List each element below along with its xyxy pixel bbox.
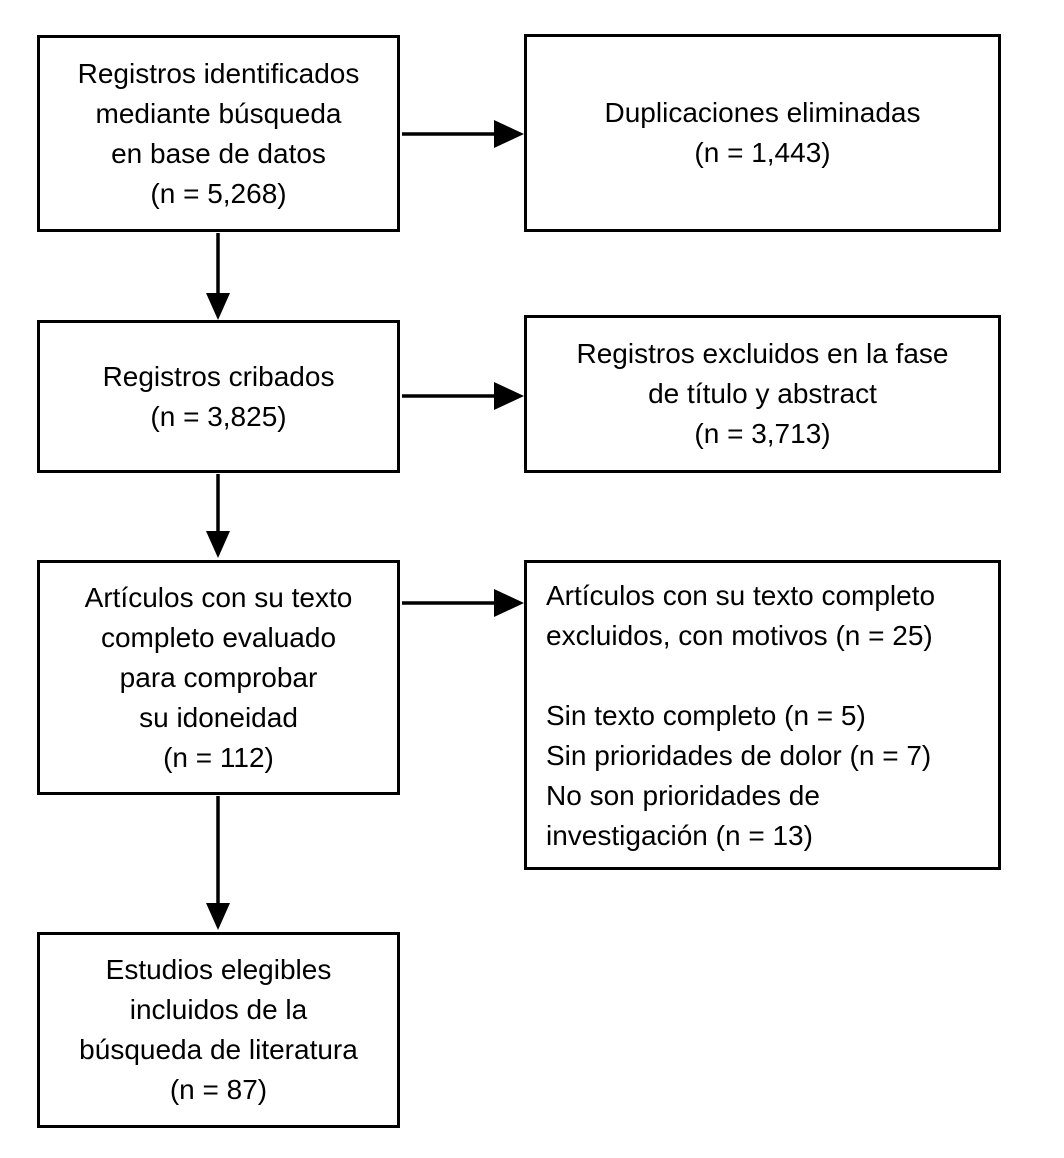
arrow-right-identified-to-duplicates-icon: [402, 120, 524, 148]
arrow-down-identified-to-screened-icon: [206, 233, 230, 320]
node-records-excluded-title-abstract: Registros excluidos en la fase de título…: [524, 315, 1001, 473]
node-records-identified: Registros identificados mediante búsqued…: [37, 35, 400, 232]
node-records-excluded-title-abstract-text: Registros excluidos en la fase de título…: [576, 338, 949, 449]
node-duplicates-removed-text: Duplicaciones eliminadas (n = 1,443): [604, 97, 921, 168]
node-fulltext-excluded: Artículos con su texto completo excluido…: [524, 560, 1001, 870]
node-records-screened-text: Registros cribados (n = 3,825): [102, 360, 335, 432]
node-records-screened: Registros cribados (n = 3,825): [37, 320, 400, 473]
node-studies-included-text: Estudios elegibles incluidos de la búsqu…: [79, 954, 358, 1105]
arrow-right-fulltext-to-excluded-icon: [402, 589, 524, 617]
node-fulltext-excluded-text: Artículos con su texto completo excluido…: [546, 580, 936, 851]
arrow-down-fulltext-to-included-icon: [206, 796, 230, 930]
node-fulltext-assessed: Artículos con su texto completo evaluado…: [37, 560, 400, 795]
arrow-right-screened-to-excluded-icon: [402, 382, 524, 410]
node-studies-included: Estudios elegibles incluidos de la búsqu…: [37, 932, 400, 1128]
node-duplicates-removed: Duplicaciones eliminadas (n = 1,443): [524, 34, 1001, 232]
node-fulltext-assessed-text: Artículos con su texto completo evaluado…: [84, 581, 353, 773]
arrow-down-screened-to-fulltext-icon: [206, 474, 230, 558]
node-records-identified-text: Registros identificados mediante búsqued…: [77, 57, 360, 209]
